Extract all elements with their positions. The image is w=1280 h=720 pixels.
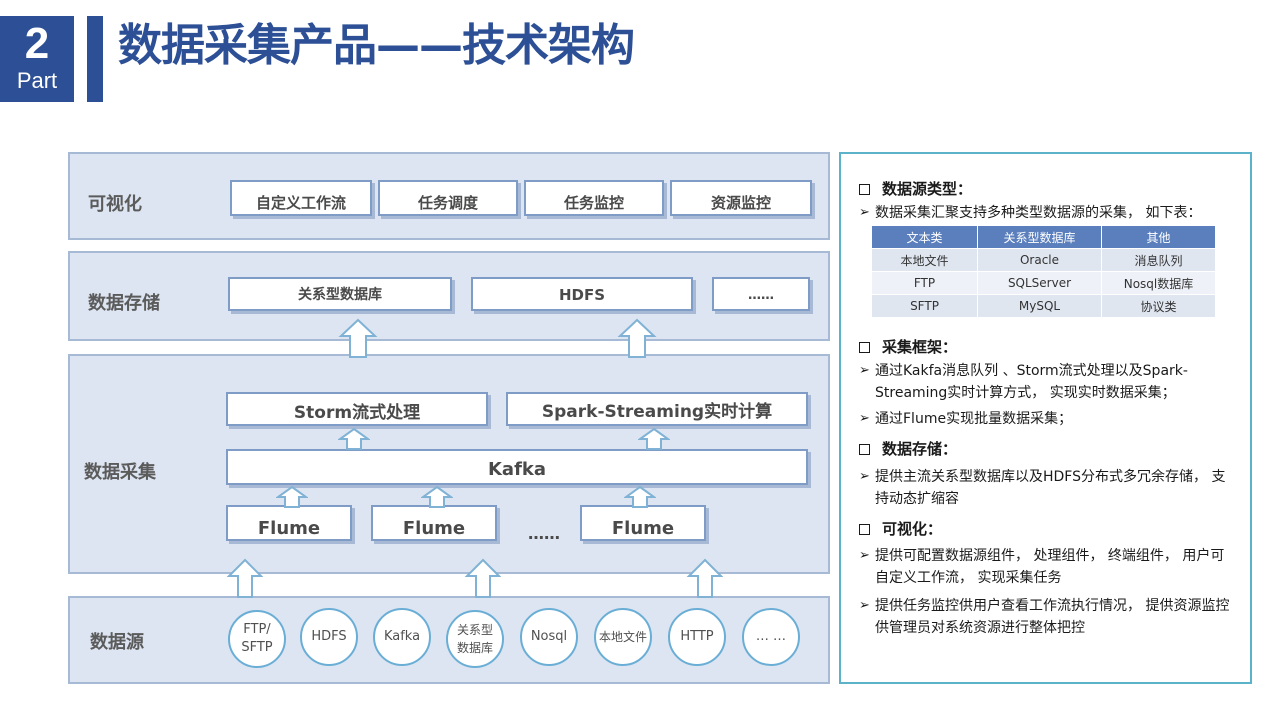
layer-source: 数据源 FTP/ SFTP HDFS Kafka 关系型 数据库 Nosql 本…	[68, 596, 830, 684]
bullet-arrow-icon: ➢	[859, 548, 870, 563]
box-task-scheduling: 任务调度	[378, 180, 518, 216]
layer-label-source: 数据源	[90, 632, 144, 653]
flume-ellipsis: ……	[528, 524, 560, 543]
table-cell: 本地文件	[871, 248, 978, 272]
table-row: FTP SQLServer Nosql数据库	[871, 271, 1216, 295]
table-cell: 消息队列	[1101, 248, 1216, 272]
box-resource-monitoring: 资源监控	[670, 180, 812, 216]
checkbox-square-icon	[859, 524, 870, 535]
bullet-arrow-icon: ➢	[859, 205, 870, 220]
source-ftp-sftp: FTP/ SFTP	[228, 610, 286, 668]
box-relational-db: 关系型数据库	[228, 277, 452, 311]
arrow-up-icon	[638, 428, 670, 450]
part-number: 2	[24, 19, 50, 68]
part-label: Part	[16, 68, 58, 93]
bullet-item: ➢通过Flume实现批量数据采集；	[859, 408, 1235, 430]
table-cell: MySQL	[977, 294, 1102, 318]
source-http: HTTP	[668, 608, 726, 666]
bullet-item: ➢数据采集汇聚支持多种类型数据源的采集， 如下表：	[859, 202, 1239, 224]
box-task-monitoring: 任务监控	[524, 180, 664, 216]
layer-label-visualization: 可视化	[88, 194, 142, 215]
layer-label-collection: 数据采集	[84, 462, 156, 483]
title-accent-bar	[87, 16, 103, 102]
table-cell: Oracle	[977, 248, 1102, 272]
table-header: 关系型数据库	[977, 225, 1102, 249]
bullet-item: ➢提供任务监控供用户查看工作流执行情况， 提供资源监控供管理员对系统资源进行整体…	[859, 595, 1235, 639]
arrow-up-icon	[338, 318, 378, 358]
layer-visualization: 可视化 自定义工作流 任务调度 任务监控 资源监控	[68, 152, 830, 240]
bullet-arrow-icon: ➢	[859, 411, 870, 426]
table-row: SFTP MySQL 协议类	[871, 294, 1216, 318]
box-flume-2: Flume	[371, 505, 497, 541]
source-more: … …	[742, 608, 800, 666]
section-heading-source-types: 数据源类型：	[859, 178, 972, 199]
box-spark-streaming: Spark-Streaming实时计算	[506, 392, 808, 426]
box-custom-workflow: 自定义工作流	[230, 180, 372, 216]
bullet-item: ➢通过Kakfa消息队列 、Storm流式处理以及Spark-Streaming…	[859, 360, 1235, 404]
layer-collection: 数据采集 Storm流式处理 Spark-Streaming实时计算 Kafka…	[68, 354, 830, 574]
section-heading-storage: 数据存储：	[859, 438, 957, 459]
arrow-up-icon	[624, 486, 656, 508]
arrow-up-icon	[464, 558, 502, 598]
bullet-item: ➢提供可配置数据源组件， 处理组件， 终端组件， 用户可自定义工作流， 实现采集…	[859, 545, 1235, 589]
box-kafka: Kafka	[226, 449, 808, 485]
bullet-arrow-icon: ➢	[859, 598, 870, 613]
bullet-arrow-icon: ➢	[859, 469, 870, 484]
checkbox-square-icon	[859, 444, 870, 455]
table-header: 文本类	[871, 225, 978, 249]
table-cell: SFTP	[871, 294, 978, 318]
layer-label-storage: 数据存储	[88, 293, 160, 314]
box-storm: Storm流式处理	[226, 392, 488, 426]
source-local-file: 本地文件	[594, 608, 652, 666]
box-flume-1: Flume	[226, 505, 352, 541]
arrow-up-icon	[276, 486, 308, 508]
arrow-up-icon	[338, 428, 370, 450]
arrow-up-icon	[226, 558, 264, 598]
source-type-table: 文本类 关系型数据库 其他 本地文件 Oracle 消息队列 FTP SQLSe…	[871, 225, 1216, 318]
arrow-up-icon	[617, 318, 657, 358]
box-hdfs-storage: HDFS	[471, 277, 693, 311]
section-heading-visualization: 可视化：	[859, 518, 942, 539]
box-storage-more: ……	[712, 277, 810, 311]
table-header: 其他	[1101, 225, 1216, 249]
source-kafka: Kafka	[373, 608, 431, 666]
bullet-arrow-icon: ➢	[859, 363, 870, 378]
section-heading-framework: 采集框架：	[859, 336, 957, 357]
page-title: 数据采集产品——技术架构	[118, 20, 635, 71]
source-relational-db: 关系型 数据库	[446, 610, 504, 668]
part-badge: 2 Part	[0, 16, 74, 102]
table-cell: Nosql数据库	[1101, 271, 1216, 295]
source-hdfs: HDFS	[300, 608, 358, 666]
bullet-item: ➢提供主流关系型数据库以及HDFS分布式多冗余存储， 支持动态扩缩容	[859, 466, 1235, 510]
table-row: 本地文件 Oracle 消息队列	[871, 248, 1216, 272]
table-cell: FTP	[871, 271, 978, 295]
checkbox-square-icon	[859, 342, 870, 353]
layer-storage: 数据存储 关系型数据库 HDFS ……	[68, 251, 830, 341]
source-nosql: Nosql	[520, 608, 578, 666]
arrow-up-icon	[421, 486, 453, 508]
table-cell: SQLServer	[977, 271, 1102, 295]
box-flume-3: Flume	[580, 505, 706, 541]
arrow-up-icon	[686, 558, 724, 598]
table-cell: 协议类	[1101, 294, 1216, 318]
checkbox-square-icon	[859, 184, 870, 195]
description-panel: 数据源类型： ➢数据采集汇聚支持多种类型数据源的采集， 如下表： 文本类 关系型…	[839, 152, 1252, 684]
